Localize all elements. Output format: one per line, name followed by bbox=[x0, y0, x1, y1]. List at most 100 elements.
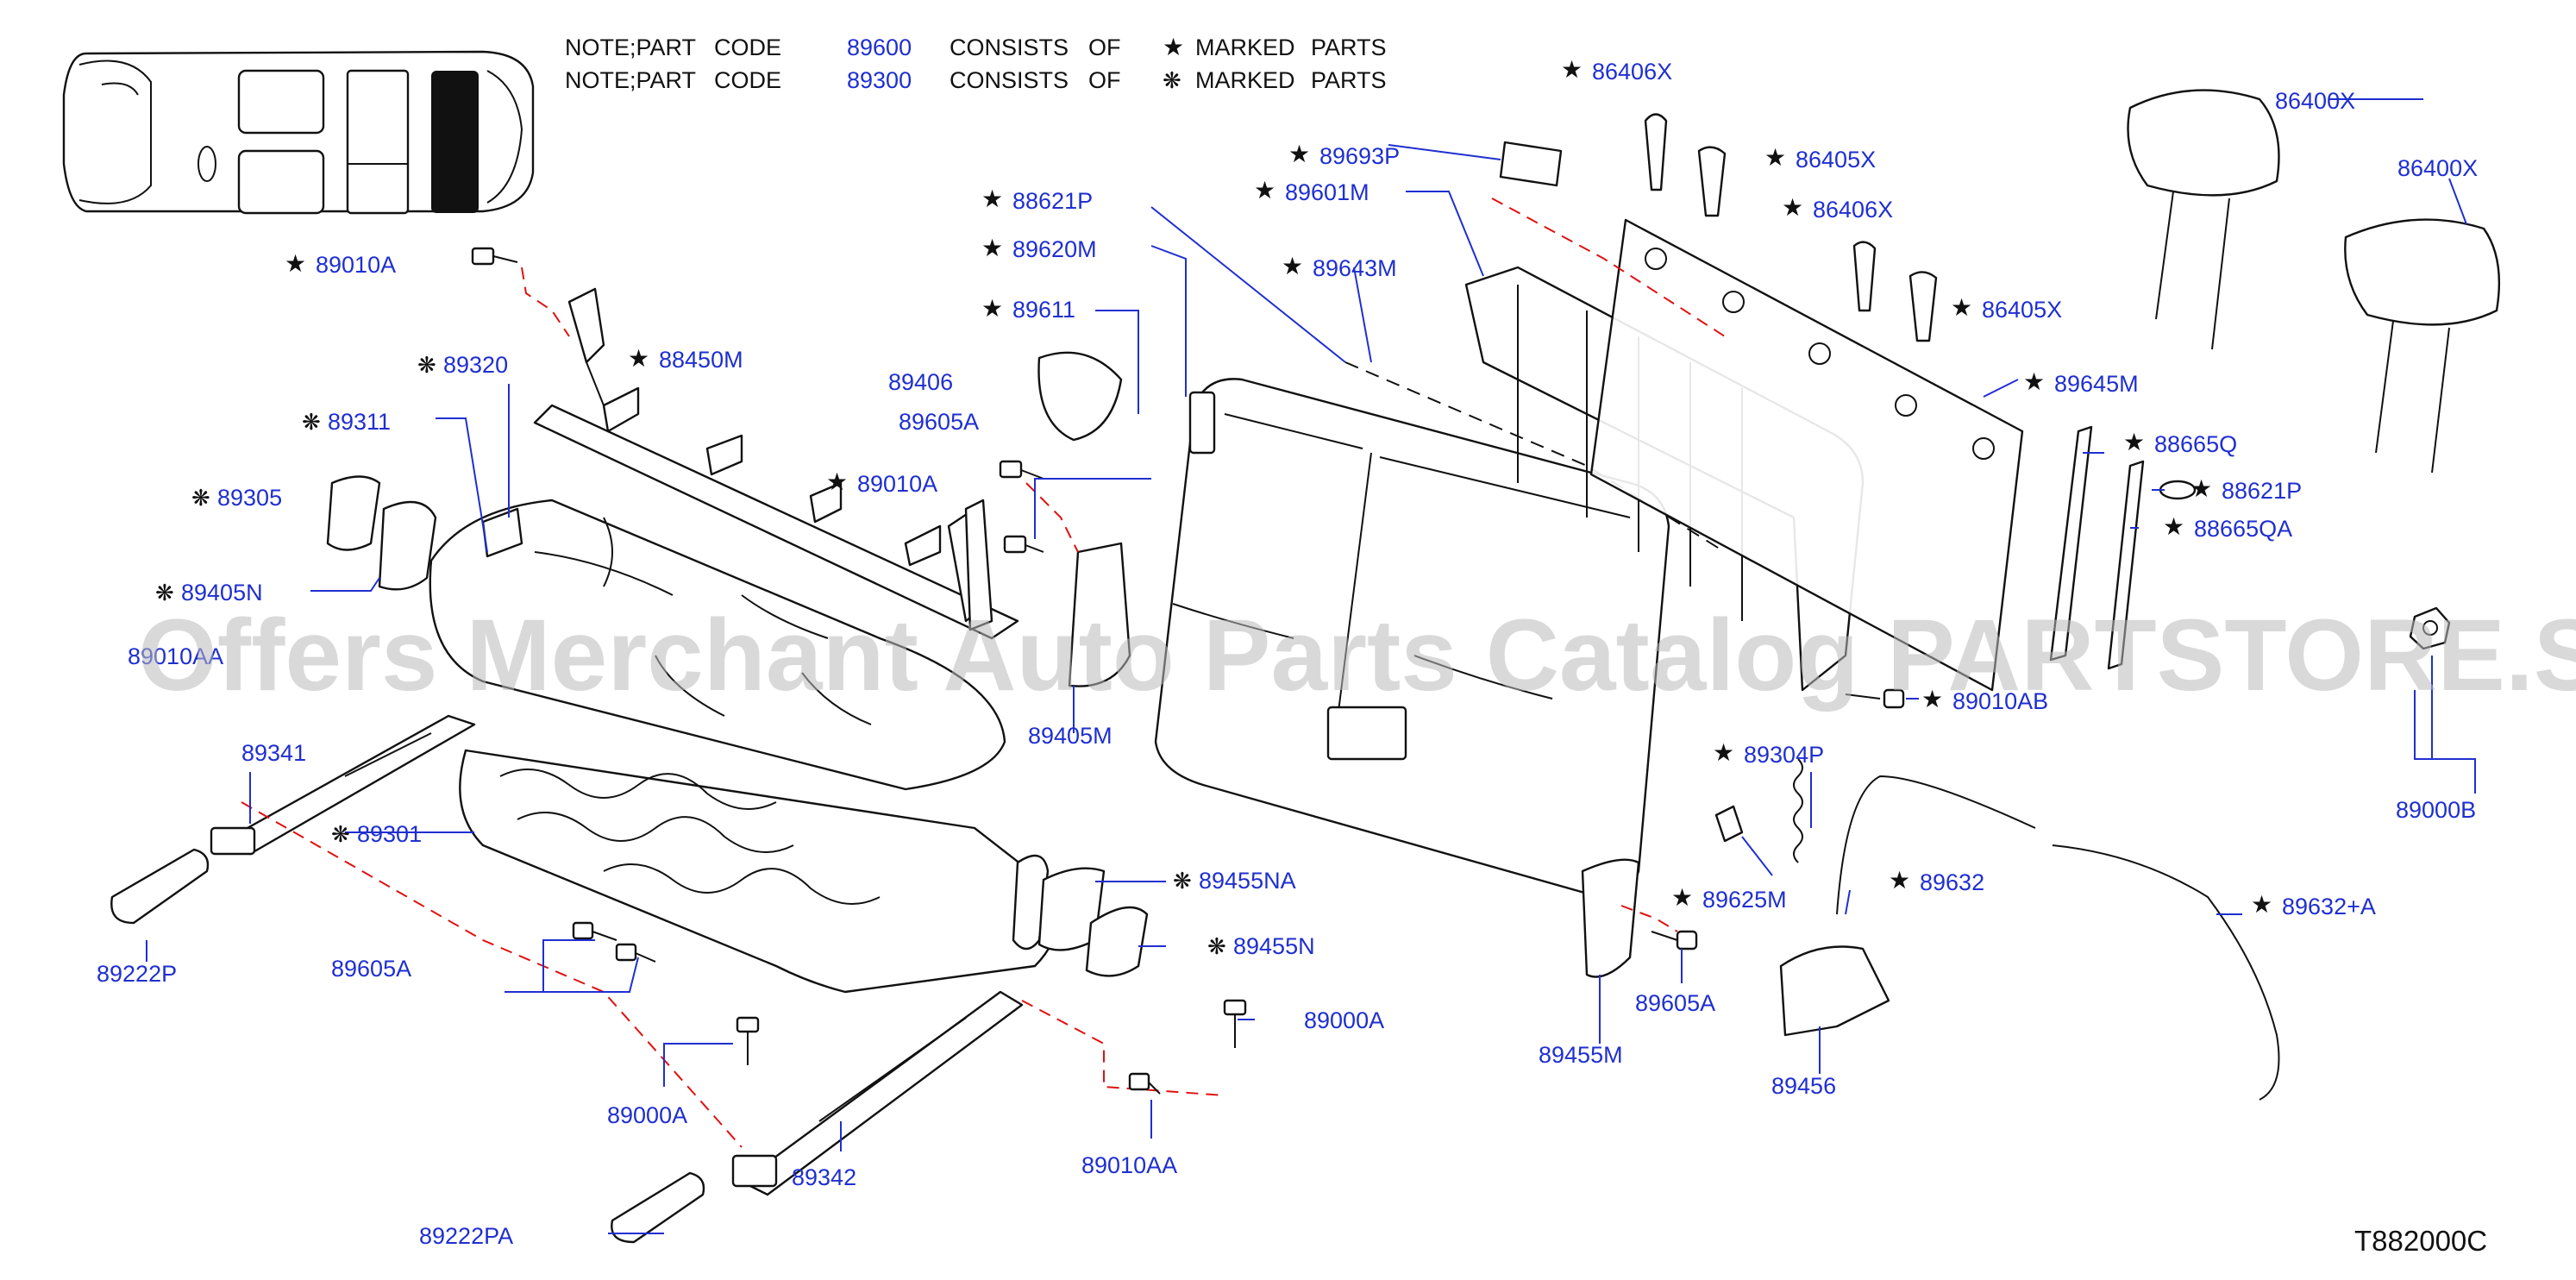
label-89645m: 89645M bbox=[2054, 371, 2139, 397]
svg-text:89300: 89300 bbox=[847, 67, 912, 93]
label-89693p: 89693P bbox=[1319, 143, 1400, 169]
leader-lines bbox=[146, 98, 2476, 1234]
svg-text:OF: OF bbox=[1088, 67, 1121, 93]
label-86400x-1: 86400X bbox=[2275, 88, 2355, 114]
part-code-notes: NOTE;PART CODE 89600 CONSISTS OF ★ MARKE… bbox=[565, 33, 1387, 94]
slide-rail-89342 bbox=[731, 990, 1024, 1196]
label-86405x-mid: 86405X bbox=[1982, 297, 2062, 323]
bolt-89010aa-icon bbox=[1128, 1072, 1161, 1095]
label-89632a: 89632+A bbox=[2282, 894, 2376, 919]
label-89305: 89305 bbox=[217, 485, 282, 511]
label-89010ab: 89010AB bbox=[1952, 688, 2048, 714]
label-89222pa: 89222PA bbox=[419, 1223, 513, 1249]
label-89611: 89611 bbox=[1012, 297, 1075, 323]
label-89342: 89342 bbox=[792, 1164, 856, 1190]
label-88450m: 88450M bbox=[659, 347, 743, 373]
label-88621p-top: 88621P bbox=[1012, 188, 1093, 214]
label-89625m: 89625M bbox=[1702, 887, 1787, 913]
label-89301: 89301 bbox=[357, 821, 422, 847]
star-icon: ★ bbox=[1713, 738, 1734, 767]
note-line-2: NOTE;PART CODE 89300 CONSISTS OF ❋ MARKE… bbox=[565, 67, 1387, 94]
label-89405m: 89405M bbox=[1028, 723, 1113, 749]
part-labels: ★ 89010A ❋ 89320 ★ 88450M ❋ 89311 ❋ 8930… bbox=[97, 55, 2478, 1249]
label-86406x-mid: 86406X bbox=[1813, 197, 1893, 223]
star-icon: ★ bbox=[2023, 367, 2045, 396]
label-89632: 89632 bbox=[1920, 869, 1984, 895]
svg-text:MARKED: MARKED bbox=[1195, 35, 1295, 60]
recliner-arm bbox=[964, 499, 993, 631]
label-89620m: 89620M bbox=[1012, 236, 1097, 262]
label-89605a-right: 89605A bbox=[1635, 990, 1715, 1016]
label-89341: 89341 bbox=[241, 740, 306, 766]
label-89000a-right: 89000A bbox=[1304, 1007, 1384, 1033]
guide-88665qa bbox=[2107, 460, 2145, 670]
label-86405x-top: 86405X bbox=[1796, 147, 1876, 173]
vehicle-locator-icon bbox=[62, 50, 535, 215]
bolt-89605a-right-icon bbox=[1651, 930, 1698, 951]
star-icon: ★ bbox=[285, 249, 306, 278]
cover-89222p bbox=[110, 848, 210, 925]
star-icon: ★ bbox=[981, 185, 1003, 213]
label-88665qa: 88665QA bbox=[2194, 516, 2292, 542]
star-icon: ★ bbox=[1671, 883, 1693, 912]
guide-pins bbox=[1644, 113, 1938, 342]
svg-text:PARTS: PARTS bbox=[1311, 67, 1387, 93]
cover-89455m bbox=[1581, 858, 1640, 978]
parts-drawing bbox=[110, 89, 2501, 1244]
flower-icon: ❋ bbox=[417, 353, 436, 379]
seat-cushion-89301 bbox=[429, 499, 1006, 791]
diagram-code: T882000C bbox=[2354, 1225, 2487, 1257]
label-89311: 89311 bbox=[328, 409, 391, 435]
label-88621p-right: 88621P bbox=[2222, 478, 2302, 504]
nut-89000b-icon bbox=[2409, 606, 2451, 650]
star-icon: ★ bbox=[2163, 512, 2184, 541]
label-89643m: 89643M bbox=[1313, 255, 1397, 281]
lever-89625m bbox=[1714, 805, 1744, 843]
headrest-86400x-icon bbox=[2127, 89, 2280, 350]
guide-88665q bbox=[2049, 425, 2093, 662]
label-89000b: 89000B bbox=[2396, 797, 2476, 823]
star-icon: ★ bbox=[1764, 143, 1786, 172]
seat-pan-frame bbox=[459, 749, 1059, 994]
bolt-89010ab-icon bbox=[1845, 688, 1905, 709]
label-89455na: 89455NA bbox=[1199, 868, 1296, 894]
svg-text:NOTE;PART: NOTE;PART bbox=[565, 67, 696, 93]
star-icon: ★ bbox=[1282, 252, 1303, 280]
label-89222p: 89222P bbox=[97, 961, 177, 987]
spring-89304p bbox=[1793, 758, 1803, 863]
label-88665q: 88665Q bbox=[2154, 431, 2237, 457]
label-89000a-left: 89000A bbox=[607, 1102, 687, 1128]
svg-text:89600: 89600 bbox=[847, 35, 912, 60]
star-icon: ★ bbox=[1254, 176, 1275, 204]
cover-89222pa bbox=[611, 1171, 705, 1244]
svg-text:CODE: CODE bbox=[714, 35, 781, 60]
bolt-89010a-mid-icon bbox=[1003, 535, 1044, 554]
star-icon: ★ bbox=[1889, 866, 1910, 894]
bracket-89305 bbox=[326, 475, 381, 551]
svg-text:MARKED: MARKED bbox=[1195, 67, 1295, 93]
cable-89632a bbox=[2052, 844, 2280, 1101]
star-icon: ★ bbox=[826, 467, 848, 496]
cable-89632 bbox=[1836, 775, 2036, 915]
svg-text:NOTE;PART: NOTE;PART bbox=[565, 35, 696, 60]
headrest-86400x-2-icon bbox=[2344, 218, 2501, 474]
label-89605a-mid: 89605A bbox=[899, 409, 979, 435]
star-icon: ★ bbox=[1163, 33, 1184, 61]
star-icon: ★ bbox=[2123, 428, 2145, 456]
cover-89456 bbox=[1779, 945, 1890, 1037]
flower-icon: ❋ bbox=[1163, 68, 1181, 94]
star-icon: ★ bbox=[2191, 474, 2212, 503]
svg-text:CONSISTS: CONSISTS bbox=[950, 35, 1069, 60]
clip-88621p bbox=[2159, 480, 2197, 500]
flower-icon: ❋ bbox=[302, 410, 321, 436]
label-89010aa-left: 89010AA bbox=[128, 643, 223, 669]
bolt-89605a-mid-icon bbox=[999, 460, 1044, 480]
bolt-89010a-icon bbox=[471, 247, 518, 266]
label-86406x-top: 86406X bbox=[1592, 59, 1672, 85]
flower-icon: ❋ bbox=[331, 822, 350, 848]
svg-text:PARTS: PARTS bbox=[1311, 35, 1387, 60]
back-board-89645m bbox=[1589, 218, 2024, 692]
flower-icon: ❋ bbox=[1207, 934, 1226, 960]
label-89605a-left: 89605A bbox=[331, 956, 411, 982]
flower-icon: ❋ bbox=[155, 580, 174, 606]
